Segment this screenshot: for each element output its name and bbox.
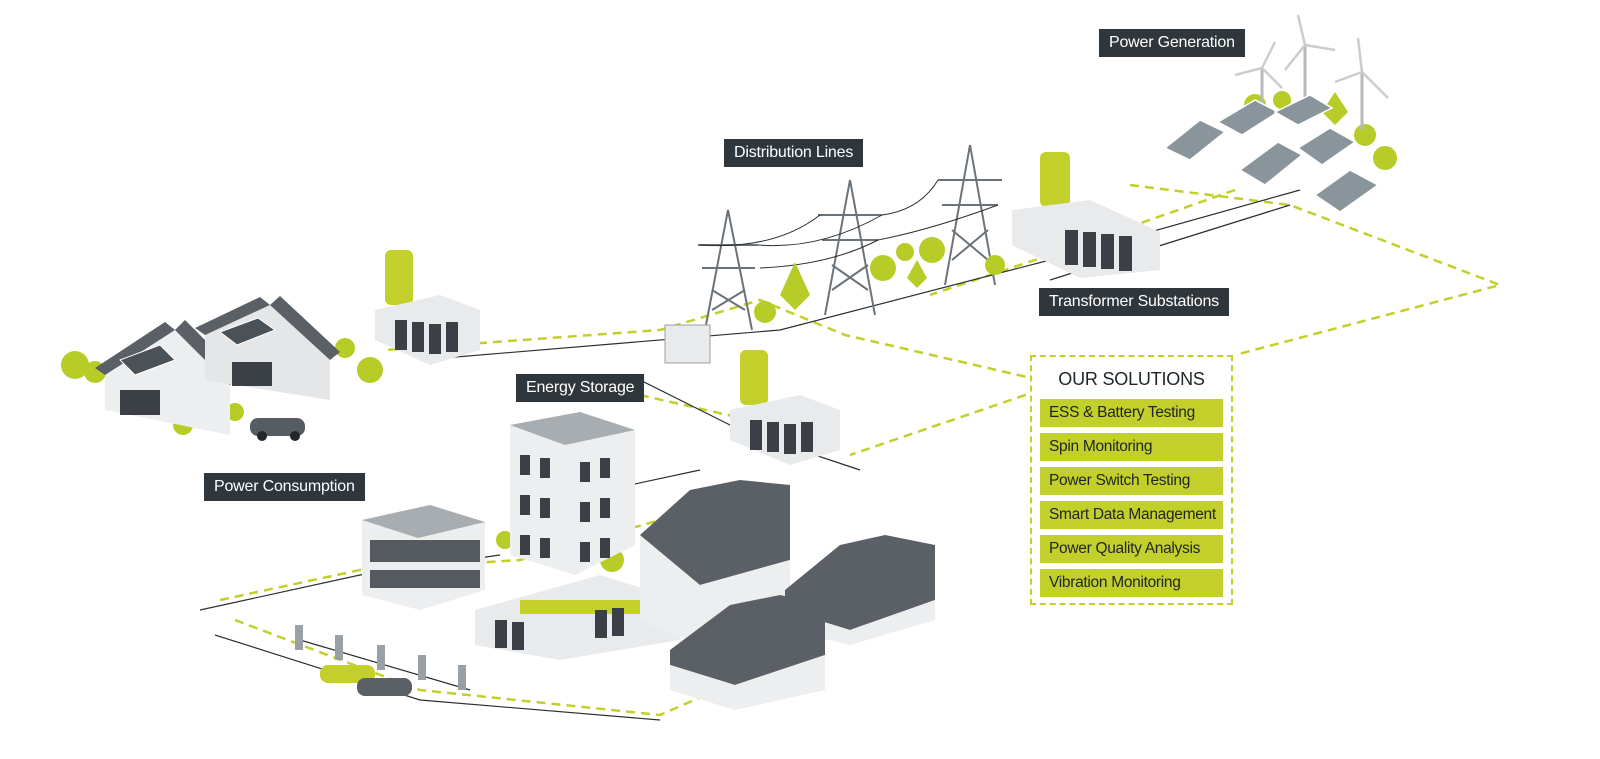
tower-2	[818, 179, 882, 316]
label-energy-storage: Energy Storage	[516, 374, 645, 402]
city-buildings	[295, 412, 935, 710]
tower-1	[698, 209, 758, 331]
label-distribution-lines: Distribution Lines	[724, 139, 864, 167]
renewable-generation	[1163, 14, 1389, 213]
houses	[95, 296, 340, 441]
our-solutions-panel: OUR SOLUTIONS ESS & Battery Testing Spin…	[1030, 355, 1233, 605]
label-power-consumption: Power Consumption	[204, 473, 365, 501]
battery-unit-substation	[664, 152, 1160, 364]
label-power-generation: Power Generation	[1099, 29, 1245, 57]
label-transformer-substations: Transformer Substations	[1039, 288, 1229, 316]
low-office	[362, 505, 485, 610]
battery-unit-center	[730, 350, 840, 465]
battery-storage-units	[375, 152, 1160, 660]
solution-item-spin-monitoring[interactable]: Spin Monitoring	[1040, 433, 1223, 461]
battery-unit-left	[375, 250, 480, 365]
tower-3	[938, 144, 1002, 286]
transmission-towers	[698, 144, 1002, 331]
solution-item-smart-data-management[interactable]: Smart Data Management	[1040, 501, 1223, 529]
our-solutions-title: OUR SOLUTIONS	[1058, 369, 1205, 389]
ev-chargers	[295, 625, 466, 696]
solution-item-power-switch-testing[interactable]: Power Switch Testing	[1040, 467, 1223, 495]
office-tower	[510, 412, 635, 575]
battery-unit-bottom	[475, 575, 680, 660]
solution-item-power-quality-analysis[interactable]: Power Quality Analysis	[1040, 535, 1223, 563]
solution-item-ess-battery-testing[interactable]: ESS & Battery Testing	[1040, 399, 1223, 427]
solution-item-vibration-monitoring[interactable]: Vibration Monitoring	[1040, 569, 1223, 597]
factories	[640, 480, 935, 710]
